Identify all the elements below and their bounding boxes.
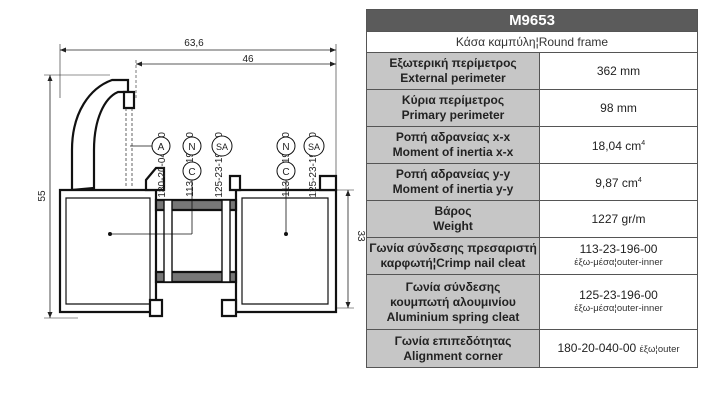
- value: 180-20-040-00 έξω¦outer: [539, 329, 698, 368]
- label-gr: Κύρια περίμετρος: [401, 93, 505, 107]
- label-en: Primary perimeter: [401, 108, 505, 122]
- profile-subtitle: Κάσα καμπύλη¦Round frame: [366, 31, 698, 53]
- marker-n-left: N: [182, 136, 202, 156]
- dim-height-total: 55: [37, 190, 48, 202]
- value: 18,04 cm4: [539, 126, 698, 164]
- value: 362 mm: [539, 52, 698, 90]
- svg-text:A: A: [158, 142, 165, 153]
- dim-total-width: 63,6: [184, 38, 204, 49]
- profile-code: M9653: [366, 9, 698, 32]
- dim-height-main: 33: [355, 230, 366, 242]
- profile-section: [58, 78, 338, 318]
- value: 9,87 cm4: [539, 163, 698, 201]
- label-gr: Βάρος: [434, 204, 472, 218]
- svg-text:C: C: [188, 167, 195, 178]
- label-en: Moment of inertia y-y: [392, 182, 514, 196]
- spec-table: M9653 Κάσα καμπύλη¦Round frame Εξωτερική…: [366, 9, 698, 368]
- profile-drawing: 63,6 46 55 33: [37, 38, 366, 319]
- value: 98 mm: [539, 89, 698, 127]
- code-left-2: 125-23-196-00: [214, 132, 225, 198]
- code-right-1: 125-23-196-00: [308, 132, 319, 198]
- label-gr: Ροπή αδρανείας x-x: [395, 130, 511, 144]
- marker-a: A: [151, 136, 171, 156]
- label-gr: Γωνία σύνδεσης: [405, 279, 501, 294]
- marker-sa-right: SA: [303, 135, 325, 157]
- label-en: Weight: [433, 219, 473, 233]
- svg-text:SA: SA: [216, 142, 228, 152]
- marker-c-left: C: [182, 161, 202, 181]
- marker-sa-left: SA: [211, 135, 233, 157]
- label-gr: Ροπή αδρανείας y-y: [395, 167, 511, 181]
- svg-text:C: C: [282, 167, 289, 178]
- label-en: Alignment corner: [403, 348, 503, 363]
- label-en: External perimeter: [400, 71, 506, 85]
- label-en: Aluminium spring cleat: [386, 309, 520, 324]
- svg-text:SA: SA: [308, 142, 320, 152]
- value: 1227 gr/m: [539, 200, 698, 238]
- svg-text:N: N: [188, 142, 195, 153]
- code-left-0: 180-20-040-00: [157, 132, 168, 198]
- label-gr: Γωνία σύνδεσης πρεσαριστή: [369, 241, 537, 255]
- svg-text:N: N: [282, 142, 289, 153]
- label-gr: Εξωτερική περίμετρος: [389, 56, 517, 70]
- label-gr2: κουμπωτή αλουμινίου: [390, 294, 516, 309]
- marker-c-right: C: [276, 161, 296, 181]
- marker-n-right: N: [276, 136, 296, 156]
- label-en: καρφωτή¦Crimp nail cleat: [380, 256, 526, 270]
- label-en: Moment of inertia x-x: [392, 145, 514, 159]
- label-gr: Γωνία επιπεδότητας: [394, 333, 512, 348]
- dim-partial-width: 46: [242, 54, 254, 65]
